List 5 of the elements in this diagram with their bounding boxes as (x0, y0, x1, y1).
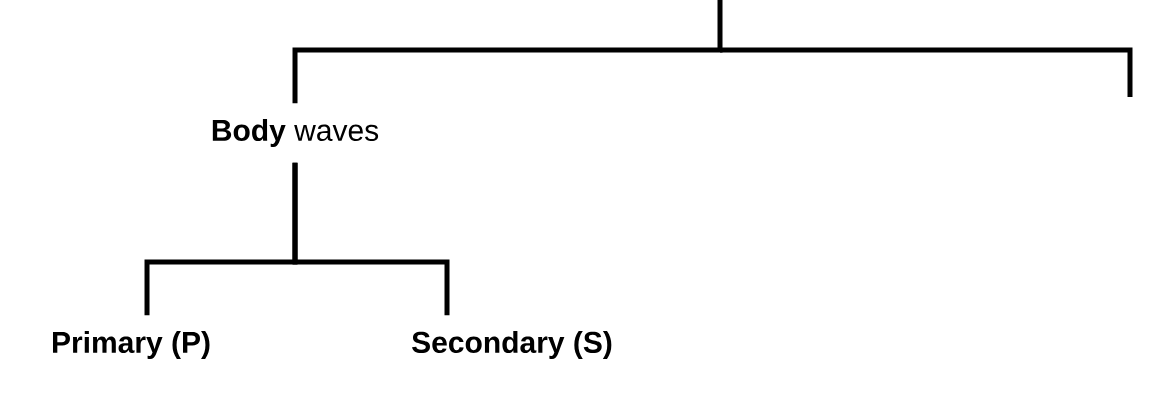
tree-label: Primary (P) (53, 331, 210, 359)
tree-label: Body waves (212, 119, 379, 147)
tree-branch (292, 162, 450, 316)
tree-branch (292, 0, 723, 104)
tree-label: Secondary (S) (412, 331, 612, 359)
